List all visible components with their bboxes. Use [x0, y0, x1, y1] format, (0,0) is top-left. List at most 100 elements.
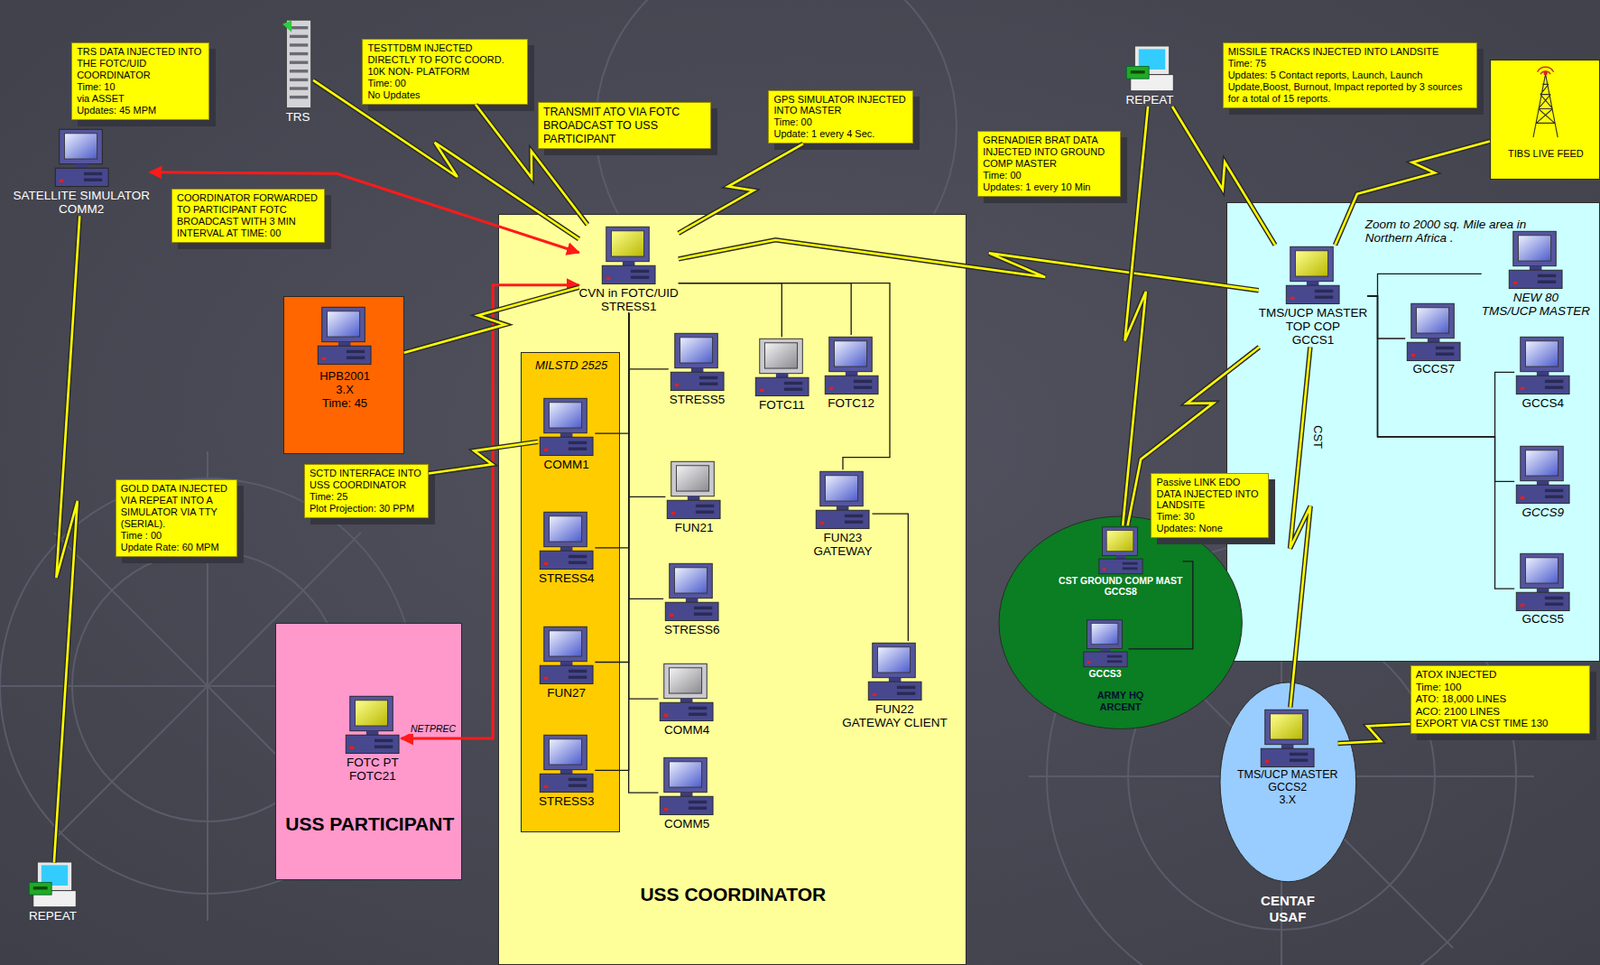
icon-part [1544, 489, 1564, 492]
connector-group [678, 283, 783, 338]
icon-part [544, 626, 587, 661]
computer-node: REPEAT [1124, 46, 1176, 107]
icon-part [1411, 352, 1416, 356]
icon-part [1281, 743, 1295, 749]
icon-part [1099, 558, 1143, 574]
icon-part [1286, 286, 1341, 305]
node-label: GATEWAY CLIENT [841, 715, 948, 730]
icon-part [1533, 73, 1558, 138]
bolt-outline [1334, 141, 1490, 246]
network-wire [1367, 295, 1515, 589]
icon-part [1529, 266, 1543, 271]
icon-part [548, 739, 582, 765]
lightning-link [1122, 106, 1148, 526]
icon-part [539, 551, 593, 570]
network-wire [678, 283, 851, 335]
icon-part [1416, 306, 1450, 333]
icon-part [548, 630, 582, 657]
icon-part [669, 613, 675, 617]
node-label: STRESS1 [579, 299, 679, 314]
icon-part [560, 546, 574, 552]
computer-node: GCCS4 [1514, 334, 1572, 410]
icon-part [539, 436, 593, 455]
icon-part [568, 777, 587, 781]
icon-part [568, 440, 587, 444]
icon-part [764, 342, 797, 369]
icon-part [1314, 289, 1333, 293]
icon-part [825, 475, 859, 501]
icon-part [548, 516, 582, 542]
computer-node: GCCS3 [1082, 618, 1129, 679]
node-label: NEW 80 [1481, 290, 1591, 305]
icon-part [687, 496, 701, 501]
icon-part [758, 388, 764, 392]
connector-group [475, 104, 588, 225]
computer-node: FOTC12 [823, 334, 880, 410]
node-label: FOTC21 [343, 768, 401, 783]
node-label: TRS [282, 110, 314, 124]
label-anchor: CST [1311, 423, 1325, 451]
lightning-link [1172, 106, 1276, 245]
computer-node: CVN in FOTC/UIDSTRESS1 [579, 224, 679, 314]
network-wire [678, 283, 890, 471]
icon-part [897, 692, 916, 695]
callout-text: COORDINATOR FORWARDED TO PARTICIPANT FOT… [176, 192, 320, 240]
icon-part [852, 379, 871, 383]
icon-part [688, 799, 707, 803]
connector-group [628, 313, 664, 600]
computer-icon [668, 331, 726, 393]
node-label: FUN21 [665, 520, 722, 535]
callout-text: ATOX INJECTED [1415, 668, 1585, 682]
network-wire [594, 313, 629, 663]
icon-part [699, 382, 718, 386]
icon-part [346, 350, 365, 353]
computer-node: STRESS3 [537, 732, 595, 808]
computer-node: GCCS5 [1514, 551, 1572, 627]
computer-node: FUN27 [537, 624, 595, 700]
icon-part [1130, 70, 1146, 74]
network-wire [628, 313, 659, 699]
icon-part [667, 499, 722, 518]
icon-part [350, 695, 393, 731]
callout-text: Time: 25 [309, 490, 424, 503]
icon-part [1290, 247, 1333, 282]
icon-part [660, 795, 714, 814]
icon-part [568, 446, 587, 450]
icon-part [544, 447, 549, 451]
callout-text: Updates: None [1156, 522, 1263, 535]
icon-part [568, 561, 587, 565]
icon-part [1518, 235, 1552, 261]
region-box: USS PARTICIPANTFOTC PTFOTC21 [275, 622, 463, 880]
connector-group [1367, 295, 1515, 589]
computer-node: REPEAT [27, 861, 79, 923]
network-wire [628, 313, 659, 793]
node-label: FUN22 [841, 702, 948, 716]
region-title: USS COORDINATOR [499, 883, 968, 906]
lightning-link [1128, 347, 1260, 527]
ellipse-shape [998, 516, 1242, 729]
icon-part [1526, 556, 1559, 583]
node-label: GCCS7 [1405, 361, 1462, 376]
icon-part [680, 791, 694, 796]
icon-part [1526, 341, 1559, 367]
connector-label: CST [1311, 423, 1325, 451]
icon-part [374, 739, 393, 742]
callout-box: SCTD INTERFACE INTO USS COORDINATORTime:… [304, 463, 429, 518]
icon-part [544, 562, 549, 565]
node-label: TOP COP [1258, 319, 1369, 333]
icon-part [669, 761, 703, 787]
callout-text: Time : 00 [120, 529, 233, 542]
icon-part [58, 179, 64, 183]
icon-part [844, 520, 863, 524]
icon-part [669, 666, 703, 693]
node-label: COMM1 [537, 457, 595, 472]
icon-part [1435, 351, 1454, 355]
connector-group [678, 283, 890, 471]
node-label: TMS/UCP MASTER [1237, 767, 1339, 781]
computer-icon [823, 334, 880, 397]
icon-part [836, 506, 850, 511]
connector-group [678, 240, 1259, 291]
connector-group [54, 215, 80, 862]
red-arrow [149, 172, 580, 253]
connector-group [1367, 295, 1515, 481]
